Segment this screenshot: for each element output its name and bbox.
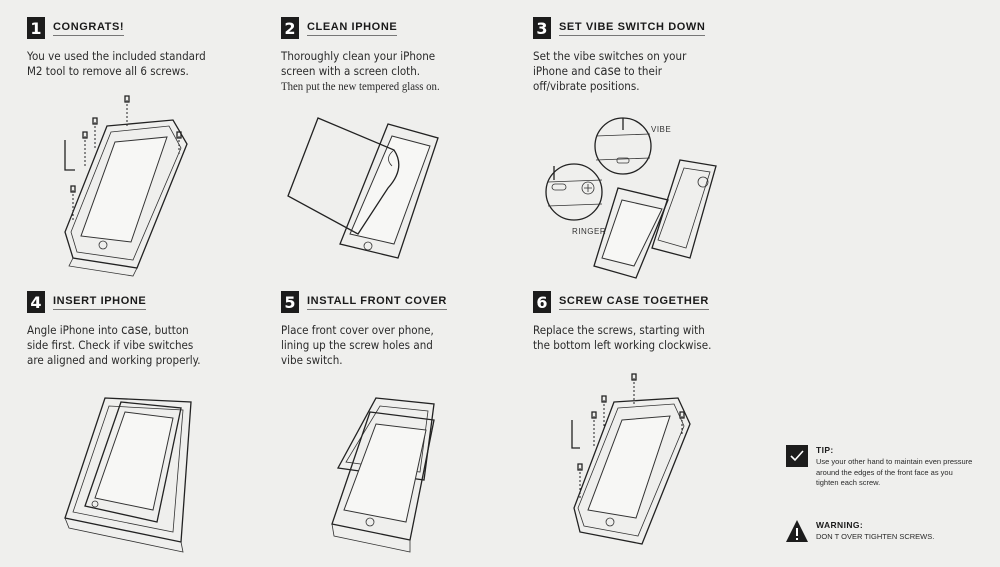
- step-6-header: 6 SCREW CASE TOGETHER: [533, 291, 731, 313]
- ringer-callout-icon: [545, 163, 603, 221]
- step-text-line: iPhone and case to their: [533, 64, 662, 79]
- case-icon: [573, 397, 691, 545]
- step-5-text: Place front cover over phone, lining up …: [281, 323, 434, 368]
- step-text-line: Set the vibe switches on your: [533, 49, 687, 63]
- hex-key-icon: [571, 420, 580, 449]
- iphone-icon: [593, 187, 669, 279]
- warning-title: WARNING:: [816, 520, 864, 530]
- step-6: 6 SCREW CASE TOGETHER Replace the screws…: [533, 291, 731, 353]
- step-1-illustration: [64, 95, 188, 277]
- iphone-icon: [84, 401, 182, 523]
- step-4-illustration: [64, 397, 192, 553]
- step-5-illustration: [331, 397, 435, 553]
- step-4-text: Angle iPhone into case, button side firs…: [27, 323, 201, 368]
- vibe-label: VIBE: [651, 125, 672, 134]
- warning-text: DON T OVER TIGHTEN SCREWS.: [816, 532, 935, 541]
- step-number: 4: [27, 291, 45, 313]
- step-text-line: lining up the screw holes and: [281, 338, 433, 352]
- step-1-header: 1 CONGRATS!: [27, 17, 225, 39]
- step-text-line: Then put the new tempered glass on.: [281, 79, 440, 93]
- step-text-line: the bottom left working clockwise.: [533, 338, 712, 352]
- tip-text: Use your other hand to maintain even pre…: [816, 457, 973, 487]
- step-2-illustration: [287, 117, 439, 259]
- warning-icon: [786, 520, 808, 542]
- step-text-line: You ve used the included standard: [27, 49, 206, 63]
- step-title: INSERT IPHONE: [53, 295, 147, 310]
- screw-icon: [70, 95, 182, 222]
- step-text-line: Angle iPhone into case, button: [27, 323, 189, 338]
- step-1: 1 CONGRATS! You ve used the included sta…: [27, 17, 225, 79]
- tip-title: TIP:: [816, 445, 834, 455]
- step-5: 5 INSTALL FRONT COVER Place front cover …: [281, 291, 451, 368]
- step-text-line: screen with a screen cloth.: [281, 64, 421, 78]
- step-number: 5: [281, 291, 299, 313]
- step-3-header: 3 SET VIBE SWITCH DOWN: [533, 17, 706, 39]
- vibe-callout-icon: [594, 117, 652, 175]
- step-title: CONGRATS!: [53, 21, 125, 36]
- step-4: 4 INSERT IPHONE Angle iPhone into case, …: [27, 291, 220, 368]
- step-title: CLEAN IPHONE: [307, 21, 398, 36]
- step-title: SCREW CASE TOGETHER: [559, 295, 709, 310]
- iphone-icon: [331, 411, 435, 541]
- step-4-header: 4 INSERT IPHONE: [27, 291, 220, 313]
- step-1-text: You ve used the included standard M2 too…: [27, 49, 206, 79]
- ringer-label: RINGER: [572, 227, 607, 236]
- step-2-text: Thoroughly clean your iPhone screen with…: [281, 49, 440, 94]
- step-text-line: off/vibrate positions.: [533, 79, 640, 93]
- hex-key-icon: [64, 140, 75, 171]
- step-6-illustration: [571, 373, 691, 545]
- step-3-text: Set the vibe switches on your iPhone and…: [533, 49, 688, 94]
- step-text-line: M2 tool to remove all 6 screws.: [27, 64, 189, 78]
- checkmark-icon: [786, 445, 808, 467]
- step-2: 2 CLEAN IPHONE Thoroughly clean your iPh…: [281, 17, 457, 94]
- case-icon: [64, 119, 188, 277]
- case-icon: [651, 159, 717, 259]
- step-5-header: 5 INSTALL FRONT COVER: [281, 291, 451, 313]
- screw-icon: [577, 373, 685, 500]
- step-3: 3 SET VIBE SWITCH DOWN Set the vibe swit…: [533, 17, 706, 94]
- step-6-text: Replace the screws, starting with the bo…: [533, 323, 711, 353]
- step-text-line: side first. Check if vibe switches: [27, 338, 194, 352]
- front-cover-icon: [336, 397, 435, 481]
- screen-cloth-icon: [287, 117, 400, 235]
- step-text-line: Place front cover over phone,: [281, 323, 434, 337]
- step-text-line: Replace the screws, starting with: [533, 323, 705, 337]
- step-text-line: vibe switch.: [281, 353, 343, 367]
- step-number: 1: [27, 17, 45, 39]
- step-number: 6: [533, 291, 551, 313]
- step-text-line: Thoroughly clean your iPhone: [281, 49, 436, 63]
- step-title: INSTALL FRONT COVER: [307, 295, 447, 310]
- step-2-header: 2 CLEAN IPHONE: [281, 17, 457, 39]
- step-number: 2: [281, 17, 299, 39]
- step-number: 3: [533, 17, 551, 39]
- step-text-line: are aligned and working properly.: [27, 353, 201, 367]
- step-title: SET VIBE SWITCH DOWN: [559, 21, 706, 36]
- step-3-illustration: [545, 117, 717, 279]
- iphone-icon: [339, 123, 439, 259]
